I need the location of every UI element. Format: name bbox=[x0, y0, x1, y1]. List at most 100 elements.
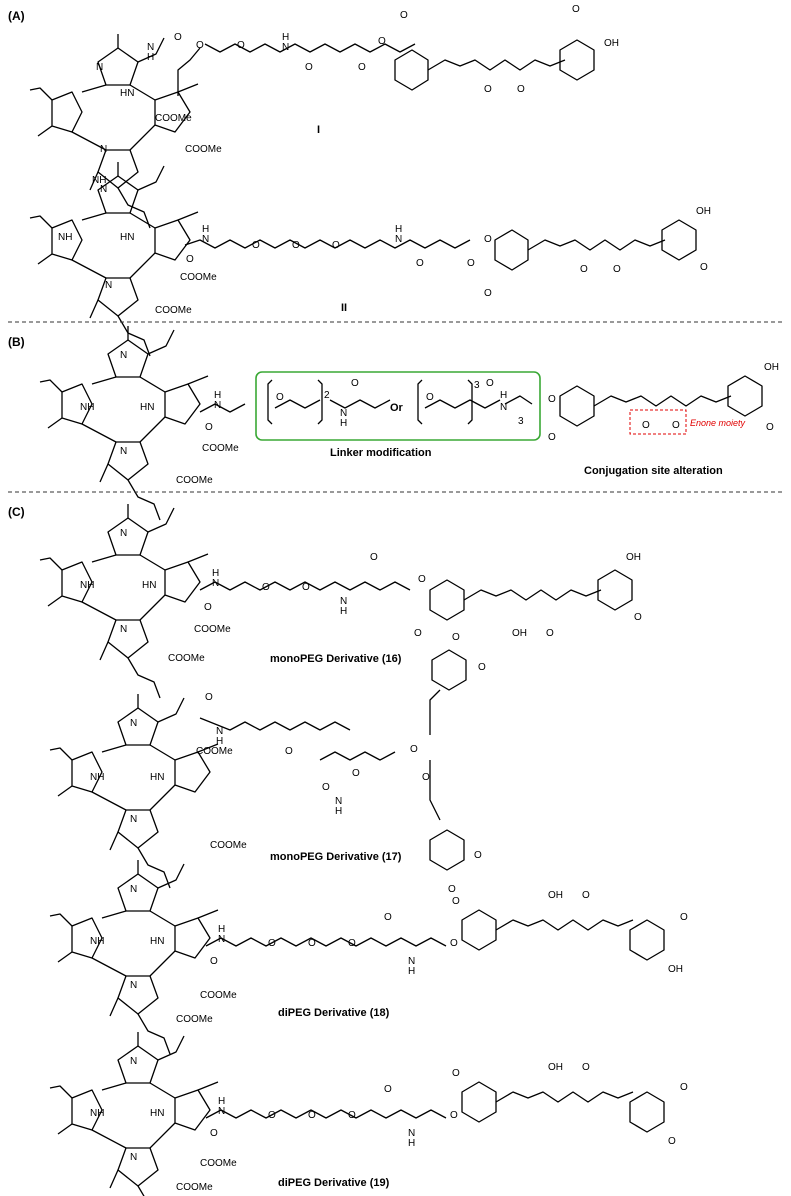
atom-label: HN bbox=[120, 88, 134, 99]
atom-label: N bbox=[130, 718, 137, 729]
atom-label: N bbox=[130, 814, 137, 825]
atom-label: H bbox=[218, 1096, 225, 1107]
atom-label: COOMe bbox=[155, 113, 192, 124]
atom-label: O bbox=[262, 582, 270, 593]
atom-label: OH bbox=[512, 628, 527, 639]
subscript-label: 3 bbox=[518, 416, 524, 427]
atom-label: O bbox=[276, 392, 284, 403]
linker-modification-label: Linker modification bbox=[330, 447, 432, 459]
atom-label: O bbox=[416, 258, 424, 269]
atom-label: H bbox=[395, 224, 402, 235]
atom-label: O bbox=[486, 378, 494, 389]
atom-label: N bbox=[130, 980, 137, 991]
atom-label: O bbox=[700, 262, 708, 273]
atom-label: O bbox=[352, 768, 360, 779]
atom-label: O bbox=[484, 84, 492, 95]
compound-i-structure: N HN N NH COOMe COOMe O N H O O H N O O … bbox=[29, 4, 619, 229]
atom-label: COOMe bbox=[176, 475, 213, 486]
atom-label: O bbox=[548, 394, 556, 405]
atom-label: O bbox=[517, 84, 525, 95]
subscript-label: 3 bbox=[474, 380, 480, 391]
compound-ii-structure: N NH HN N COOMe COOMe O H N O O O H N O … bbox=[29, 161, 711, 357]
atom-label: O bbox=[426, 392, 434, 403]
section-label-b: (B) bbox=[8, 335, 25, 349]
atom-label: O bbox=[580, 264, 588, 275]
compound-18-structure: N NH HN N COOMe COOMe O H N O O O O N H … bbox=[49, 859, 688, 1055]
atom-label: H bbox=[408, 966, 415, 977]
atom-label: O bbox=[384, 912, 392, 923]
atom-label: O bbox=[452, 896, 460, 907]
atom-label: N bbox=[147, 42, 154, 53]
atom-label: O bbox=[378, 36, 386, 47]
atom-label: N bbox=[500, 402, 507, 413]
atom-label: N bbox=[340, 596, 347, 607]
atom-label: O bbox=[186, 254, 194, 265]
atom-label: O bbox=[582, 890, 590, 901]
atom-label: O bbox=[572, 4, 580, 15]
subscript-label: 2 bbox=[324, 390, 330, 401]
atom-label: O bbox=[237, 40, 245, 51]
atom-label: O bbox=[410, 744, 418, 755]
compound-label-i: I bbox=[317, 124, 320, 136]
atom-label: COOMe bbox=[176, 1182, 213, 1193]
atom-label: N bbox=[218, 934, 225, 945]
atom-label: O bbox=[305, 62, 313, 73]
atom-label: NH bbox=[80, 402, 94, 413]
atom-label: O bbox=[174, 32, 182, 43]
atom-label: O bbox=[268, 1110, 276, 1121]
atom-label: O bbox=[680, 1082, 688, 1093]
atom-label: N bbox=[340, 408, 347, 419]
atom-label: O bbox=[308, 938, 316, 949]
atom-label: COOMe bbox=[194, 624, 231, 635]
atom-label: O bbox=[680, 912, 688, 923]
atom-label: COOMe bbox=[196, 746, 233, 757]
atom-label: O bbox=[302, 582, 310, 593]
atom-label: O bbox=[642, 420, 650, 431]
atom-label: HN bbox=[150, 1108, 164, 1119]
atom-label: O bbox=[268, 938, 276, 949]
atom-label: HN bbox=[140, 402, 154, 413]
atom-label: OH bbox=[548, 890, 563, 901]
atom-label: N bbox=[96, 62, 103, 73]
atom-label: O bbox=[414, 628, 422, 639]
atom-label: O bbox=[205, 692, 213, 703]
atom-label: O bbox=[210, 956, 218, 967]
atom-label: COOMe bbox=[155, 305, 192, 316]
atom-label: O bbox=[400, 10, 408, 21]
atom-label: O bbox=[668, 1136, 676, 1147]
atom-label: O bbox=[484, 288, 492, 299]
atom-label: N bbox=[202, 234, 209, 245]
atom-label: O bbox=[474, 850, 482, 861]
atom-label: O bbox=[418, 574, 426, 585]
atom-label: COOMe bbox=[185, 144, 222, 155]
atom-label: COOMe bbox=[180, 272, 217, 283]
atom-label: N bbox=[120, 624, 127, 635]
section-label-c: (C) bbox=[8, 505, 25, 519]
atom-label: O bbox=[450, 938, 458, 949]
atom-label: N bbox=[120, 446, 127, 457]
conjugation-site-label: Conjugation site alteration bbox=[584, 465, 723, 477]
atom-label: N bbox=[130, 1056, 137, 1067]
atom-label: N bbox=[218, 1106, 225, 1117]
atom-label: O bbox=[285, 746, 293, 757]
atom-label: O bbox=[478, 662, 486, 673]
atom-label: NH bbox=[90, 772, 104, 783]
atom-label: N bbox=[216, 726, 223, 737]
atom-label: O bbox=[252, 240, 260, 251]
atom-label: H bbox=[500, 390, 507, 401]
atom-label: O bbox=[448, 884, 456, 895]
atom-label: N bbox=[105, 280, 112, 291]
atom-label: HN bbox=[142, 580, 156, 591]
compound-label-16: monoPEG Derivative (16) bbox=[270, 653, 402, 665]
panel-b-structure: N NH HN N COOMe COOMe O H N bbox=[39, 325, 246, 521]
atom-label: H bbox=[282, 32, 289, 43]
atom-label: H bbox=[214, 390, 221, 401]
atom-label: NH bbox=[80, 580, 94, 591]
atom-label: COOMe bbox=[168, 653, 205, 664]
atom-label: H bbox=[340, 606, 347, 617]
atom-label: N bbox=[212, 578, 219, 589]
atom-label: HN bbox=[120, 232, 134, 243]
atom-label: NH bbox=[92, 175, 106, 186]
compound-16-structure: N NH HN N COOMe COOMe O H N O O N H O O … bbox=[39, 503, 642, 699]
